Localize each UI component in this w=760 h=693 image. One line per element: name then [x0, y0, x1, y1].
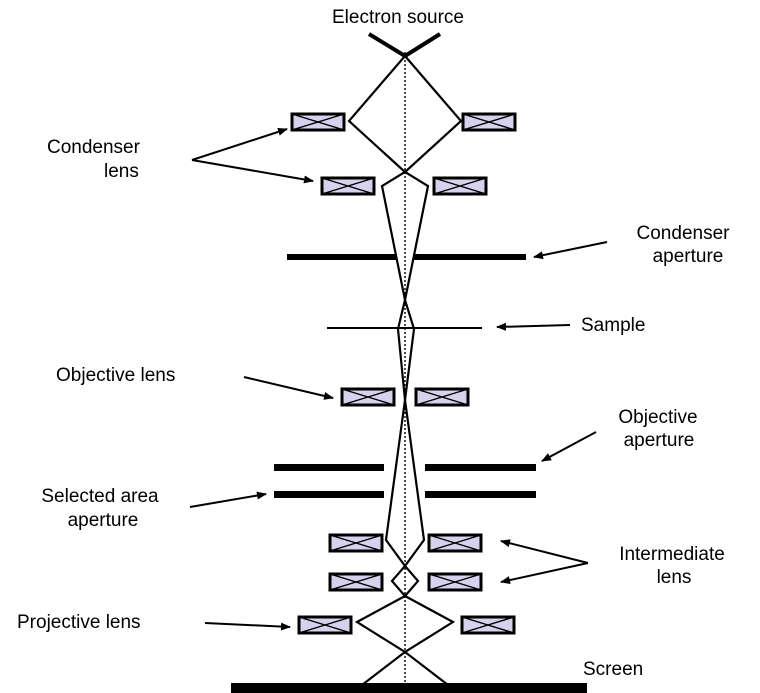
objective-lens-arrow: [243, 376, 334, 400]
lens-elements: [290, 112, 517, 635]
condenser-lens-2-right-cross-2: [433, 177, 487, 195]
label-screen: Screen: [583, 659, 643, 680]
condenser-aperture-arrow: [533, 241, 608, 260]
label-condenser-aperture-line1: Condenser: [637, 223, 731, 244]
label-projective-lens: Projective lens: [17, 612, 141, 633]
projective-lens-right: [460, 615, 516, 635]
condenser-lens-arrow-lower: [191, 159, 314, 184]
label-objective-lens: Objective lens: [56, 365, 175, 386]
intermediate-lens-2-left-cross-2: [329, 573, 383, 591]
condenser-aperture-left: [287, 254, 397, 260]
condenser-aperture-right: [414, 254, 526, 260]
selected-area-aperture-right: [425, 491, 536, 498]
intermediate-lens-1-left-cross-2: [329, 534, 383, 552]
label-selected-area-line1: Selected area: [41, 486, 159, 507]
intermediate-lens-2-left: [328, 572, 384, 592]
label-intermediate-lens-line2: lens: [657, 567, 692, 588]
label-condenser-lens-line1: Condenser: [47, 137, 141, 158]
condenser-lens-1-left-cross-2: [291, 113, 345, 131]
screen-plate: [231, 683, 587, 693]
label-objective-aperture-line1: Objective: [618, 407, 697, 428]
projective-lens-left-cross-2: [298, 616, 352, 634]
label-condenser-lens-line2: lens: [104, 161, 139, 182]
beam-right-edge: [403, 55, 463, 686]
condenser-lens-1-right: [461, 112, 517, 132]
projective-lens-arrow: [204, 622, 291, 631]
label-sample: Sample: [581, 315, 645, 336]
objective-lens-left-cross-2: [341, 388, 395, 406]
selected-area-arrow: [189, 491, 267, 508]
condenser-lens-2-left-cross-2: [321, 177, 375, 195]
beam-left-edge: [347, 55, 407, 686]
condenser-lens-1-left: [290, 112, 346, 132]
intermediate-lens-2-right-cross-2: [428, 573, 482, 591]
sample-arrow: [496, 322, 571, 331]
intermediate-lens-1-right: [427, 533, 483, 553]
objective-lens-left: [340, 387, 396, 407]
objective-aperture-right: [425, 464, 536, 471]
intermediate-lens-2-right: [427, 572, 483, 592]
intermediate-lens-1-right-cross-2: [428, 534, 482, 552]
label-electron-source: Electron source: [332, 7, 464, 28]
label-selected-area-line2: aperture: [68, 510, 139, 531]
condenser-lens-2-right: [432, 176, 488, 196]
label-condenser-aperture-line2: aperture: [653, 246, 724, 267]
projective-lens-right-cross-2: [461, 616, 515, 634]
condenser-lens-1-right-cross-2: [462, 113, 516, 131]
objective-lens-right: [414, 387, 470, 407]
projective-lens-left: [297, 615, 353, 635]
condenser-lens-2-left: [320, 176, 376, 196]
intermediate-lens-arrow-upper: [500, 539, 589, 564]
label-intermediate-lens-line1: Intermediate: [619, 544, 725, 565]
intermediate-lens-arrow-lower: [500, 562, 589, 584]
condenser-lens-arrow-upper: [191, 127, 288, 161]
intermediate-lens-1-left: [328, 533, 384, 553]
objective-lens-right-cross-2: [415, 388, 469, 406]
callout-arrows: [189, 127, 608, 631]
selected-area-aperture-left: [274, 491, 384, 498]
objective-aperture-left: [274, 464, 384, 471]
objective-aperture-arrow: [541, 431, 597, 462]
label-objective-aperture-line2: aperture: [624, 430, 695, 451]
